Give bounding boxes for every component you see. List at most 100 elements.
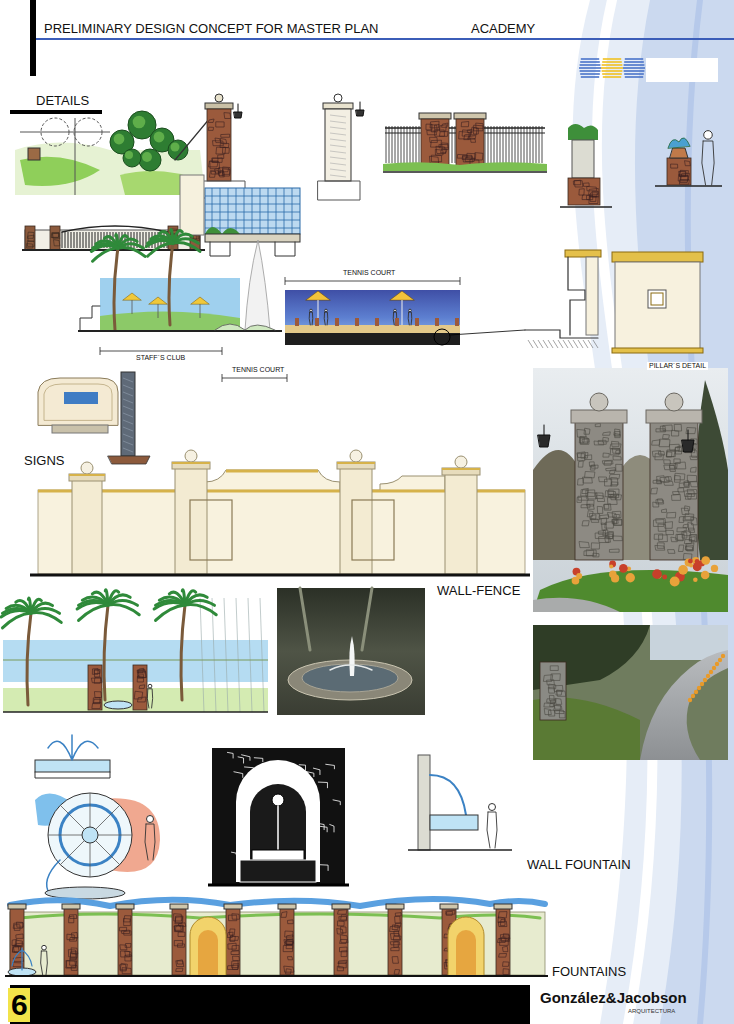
stone-joint [556,690,562,695]
pillar-cap [62,904,80,909]
coping-line [337,462,375,464]
construction-line [224,598,228,712]
stone-joint [501,919,506,925]
stone-joint [653,480,661,483]
fence-picket [500,126,501,163]
figure-head [325,309,327,311]
stone-joint [227,752,233,758]
photo-entrance-road [533,625,728,760]
stone-joint [430,137,437,142]
pillar-cap [323,103,353,109]
stone-joint [598,506,603,513]
stone-joint [286,944,293,948]
stone-joint [72,932,78,938]
fence-picket [497,126,498,163]
stone-joint [690,456,697,460]
ground-line [408,849,512,851]
stone-joint [70,915,77,919]
stone-joint [233,956,240,960]
stone-joint [663,425,672,431]
stone-pillar [133,665,147,710]
stone-joint [231,951,239,955]
stone-joint [574,180,581,185]
basin-section [35,760,110,772]
flower [688,698,692,702]
stone-joint [218,168,228,172]
stone-joint [615,429,620,436]
stone-joint [611,477,618,484]
wall-body [10,912,545,975]
stone-joint [286,941,293,945]
umbrella-pole [132,300,133,314]
pillar-ball [215,94,223,102]
stone-joint [605,479,612,486]
ground-line [655,185,722,187]
ground-hatch [588,340,593,348]
fence-picket [386,126,387,163]
scale-figure [487,804,497,849]
grid-line [205,220,300,221]
coping-line [69,474,105,476]
emblem-hatch [624,70,645,72]
pillar-cap [442,468,480,475]
plan-spoke [60,841,84,865]
stone-joint [341,927,346,933]
stone-joint [575,180,583,187]
emblem-hatch [624,73,644,75]
ground-line [78,330,282,332]
header-panel [646,58,718,82]
fence-picket [506,126,507,163]
stone-face [172,908,186,975]
ground-hatch [578,340,583,348]
column-hatch [123,427,133,431]
flower [619,564,628,573]
stone-joint [586,490,595,496]
column-hatch [123,420,133,424]
stone-pillar [540,662,566,720]
header-rule [36,38,734,40]
emblem-hatch [624,64,645,66]
stone-joint [28,235,34,241]
dimension-label: TENNIS COURT [232,366,284,374]
dimension-line [222,378,287,379]
stone-joint [232,961,238,968]
sign-base [52,425,108,433]
gate-base [205,234,300,242]
shrub [568,124,598,140]
stone-joint [431,140,442,147]
stone-face [64,908,78,975]
figure-body [408,312,412,325]
photo-entrance-pillars [533,368,728,612]
ground-line [383,171,547,173]
stone-joint [391,934,400,940]
stone-joint [653,502,659,507]
stone-face [421,119,449,166]
stone-joint [691,467,696,472]
palm-frond [148,243,173,256]
construction-line [236,598,240,712]
stone-joint [688,494,697,499]
stone-pillar [650,422,698,560]
flower [711,565,718,572]
pillar-cap [571,410,627,423]
stone-joint [223,147,229,153]
stone-joint [560,711,565,718]
fence-line [175,118,210,160]
stone-joint [658,524,666,531]
flower [700,682,704,686]
pillar-panel [648,290,666,308]
stone-joint [341,935,348,943]
grid-line [260,188,261,234]
figure-body [702,141,714,185]
hedge [533,698,640,761]
stone-face [280,908,294,975]
planter-flowers [668,138,690,148]
stone-joint [230,936,235,942]
stone-joint [338,910,347,915]
stone-joint [499,953,507,957]
palm-frond [185,605,216,615]
stone-joint [238,757,243,763]
ground-line [5,975,548,977]
stone-face [496,908,510,975]
lawn-patch [20,157,100,186]
